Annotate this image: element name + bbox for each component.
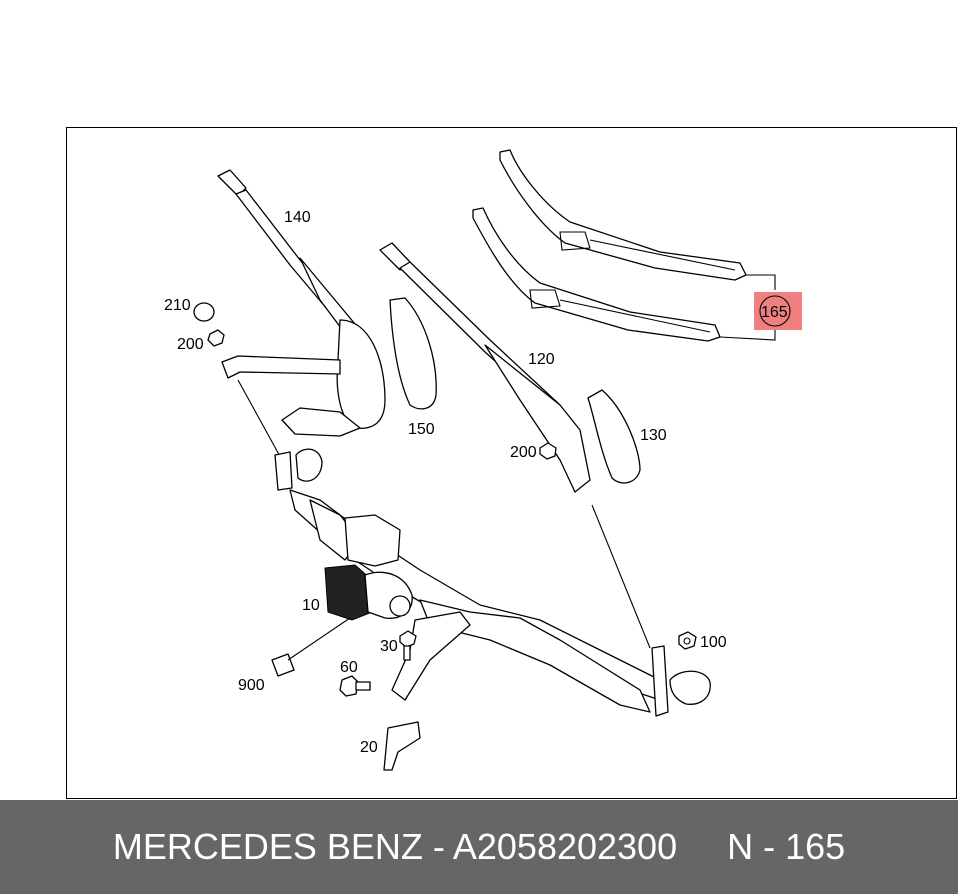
callout-60: 60 (340, 659, 358, 676)
callout-120: 120 (528, 351, 555, 368)
callout-20: 20 (360, 739, 378, 756)
footer-caption: MERCEDES BENZ - A2058202300 N - 165 (0, 800, 958, 894)
connector-900 (271, 617, 351, 677)
callout-165: 165 (761, 304, 788, 321)
wiper-arm-left (217, 169, 361, 341)
callout-900: 900 (238, 677, 265, 694)
wiper-blade-lower (472, 207, 721, 342)
callout-100: 100 (700, 634, 727, 651)
leader-120 (591, 504, 651, 649)
arm-cover-left (336, 297, 437, 430)
cap-210 (193, 302, 215, 322)
callout-210: 210 (164, 297, 191, 314)
footer-bar: MERCEDES BENZ - A2058202300 N - 165 (0, 800, 958, 894)
nut-100 (678, 631, 697, 650)
callout-200-right: 200 (510, 444, 537, 461)
wiper-blade-upper (499, 149, 747, 281)
callout-130: 130 (640, 427, 667, 444)
wiper-arm-right (379, 242, 591, 493)
bolt-30 (399, 630, 417, 661)
callout-150: 150 (408, 421, 435, 438)
callout-140: 140 (284, 209, 311, 226)
bolt-60 (339, 675, 371, 697)
callout-200-left: 200 (177, 336, 204, 353)
callout-10: 10 (302, 597, 320, 614)
callout-30: 30 (380, 638, 398, 655)
position-label: N - 165 (727, 826, 846, 867)
bracket-20 (383, 721, 421, 771)
part-number-label: MERCEDES BENZ - A2058202300 (112, 826, 678, 867)
wiper-motor (324, 514, 413, 621)
arm-cover-right (587, 389, 641, 484)
callout-165-highlight (754, 292, 802, 330)
nut-200-right (539, 442, 557, 460)
callout-165-bracket: 165 (719, 274, 802, 341)
nut-200-left (207, 329, 225, 347)
diagram-frame (66, 127, 957, 799)
linkage-rod-left (221, 355, 361, 461)
